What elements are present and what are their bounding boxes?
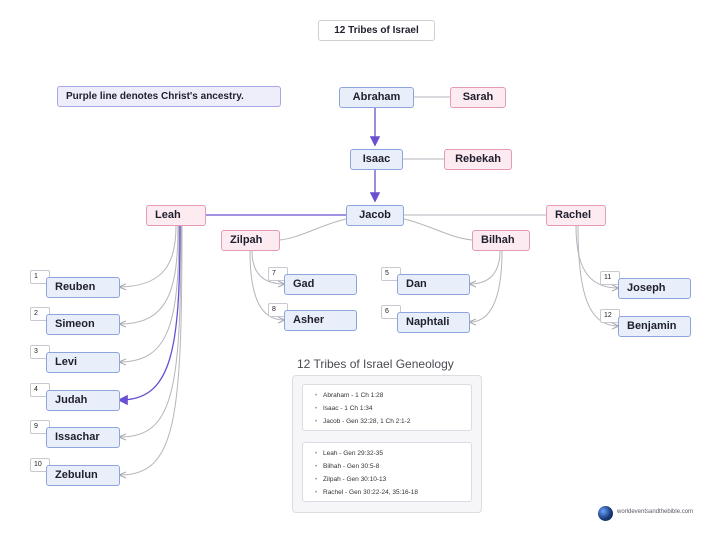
sarah-node[interactable]: Sarah bbox=[450, 87, 506, 108]
jacob-node[interactable]: Jacob bbox=[346, 205, 404, 226]
tribe-asher[interactable]: Asher bbox=[284, 310, 357, 331]
zilpah-asher-line bbox=[249, 250, 284, 320]
leah-judah-line bbox=[117, 225, 181, 406]
leah-issachar-line bbox=[120, 225, 182, 437]
tribe-number-dan: 5 bbox=[381, 267, 401, 281]
tribe-number-reuben: 1 bbox=[30, 270, 50, 284]
reference-item: Rachel - Gen 30:22-24, 35:16-18 bbox=[315, 486, 471, 499]
jacob-bilhah-link bbox=[403, 218, 473, 241]
tribe-number-joseph: 11 bbox=[600, 271, 620, 285]
tribe-dan[interactable]: Dan bbox=[397, 274, 470, 295]
leah-simeon-line bbox=[120, 225, 179, 324]
tribe-levi[interactable]: Levi bbox=[46, 352, 120, 373]
tribe-reuben[interactable]: Reuben bbox=[46, 277, 120, 298]
reference-item: Isaac - 1 Ch 1:34 bbox=[315, 402, 471, 415]
tribe-issachar[interactable]: Issachar bbox=[46, 427, 120, 448]
reference-item: Leah - Gen 29:32-35 bbox=[315, 447, 471, 460]
christ-line-legend: Purple line denotes Christ's ancestry. bbox=[57, 86, 281, 107]
reference-item: Bilhah - Gen 30:5-8 bbox=[315, 460, 471, 473]
genealogy-title: 12 Tribes of Israel Geneology bbox=[297, 357, 454, 371]
reference-item: Abraham - 1 Ch 1:28 bbox=[315, 389, 471, 402]
mother-references: Leah - Gen 29:32-35 Bilhah - Gen 30:5-8 … bbox=[302, 442, 472, 502]
isaac-node[interactable]: Isaac bbox=[350, 149, 403, 170]
diagram-title: 12 Tribes of Israel bbox=[318, 20, 435, 41]
leah-levi-line bbox=[120, 225, 180, 362]
tribe-judah[interactable]: Judah bbox=[46, 390, 120, 411]
zilpah-gad-line bbox=[251, 250, 284, 284]
rachel-node[interactable]: Rachel bbox=[546, 205, 606, 226]
abraham-node[interactable]: Abraham bbox=[339, 87, 414, 108]
bilhah-node[interactable]: Bilhah bbox=[472, 230, 530, 251]
tribe-joseph[interactable]: Joseph bbox=[618, 278, 691, 299]
jacob-zilpah-link bbox=[279, 218, 347, 241]
bilhah-dan-line bbox=[470, 250, 501, 284]
patriarch-references: Abraham - 1 Ch 1:28 Isaac - 1 Ch 1:34 Ja… bbox=[302, 384, 472, 431]
rachel-joseph-line bbox=[575, 225, 618, 288]
rebekah-node[interactable]: Rebekah bbox=[444, 149, 512, 170]
tribe-zebulun[interactable]: Zebulun bbox=[46, 465, 120, 486]
genealogy-panel: Abraham - 1 Ch 1:28 Isaac - 1 Ch 1:34 Ja… bbox=[292, 375, 482, 513]
leah-node[interactable]: Leah bbox=[146, 205, 206, 226]
reference-item: Zilpah - Gen 30:10-13 bbox=[315, 473, 471, 486]
rachel-benjamin-line bbox=[577, 225, 618, 326]
tribe-number-benjamin: 12 bbox=[600, 309, 620, 323]
bilhah-naphtali-line bbox=[470, 250, 503, 322]
watermark-text: worldeventsandthebible.com bbox=[617, 509, 694, 515]
tribe-benjamin[interactable]: Benjamin bbox=[618, 316, 691, 337]
zilpah-node[interactable]: Zilpah bbox=[221, 230, 280, 251]
globe-logo-icon bbox=[598, 506, 613, 521]
leah-reuben-line bbox=[120, 225, 177, 287]
tribe-gad[interactable]: Gad bbox=[284, 274, 357, 295]
leah-zebulun-line bbox=[120, 225, 183, 475]
tribe-naphtali[interactable]: Naphtali bbox=[397, 312, 470, 333]
tribe-simeon[interactable]: Simeon bbox=[46, 314, 120, 335]
reference-item: Jacob - Gen 32:28, 1 Ch 2:1-2 bbox=[315, 415, 471, 428]
